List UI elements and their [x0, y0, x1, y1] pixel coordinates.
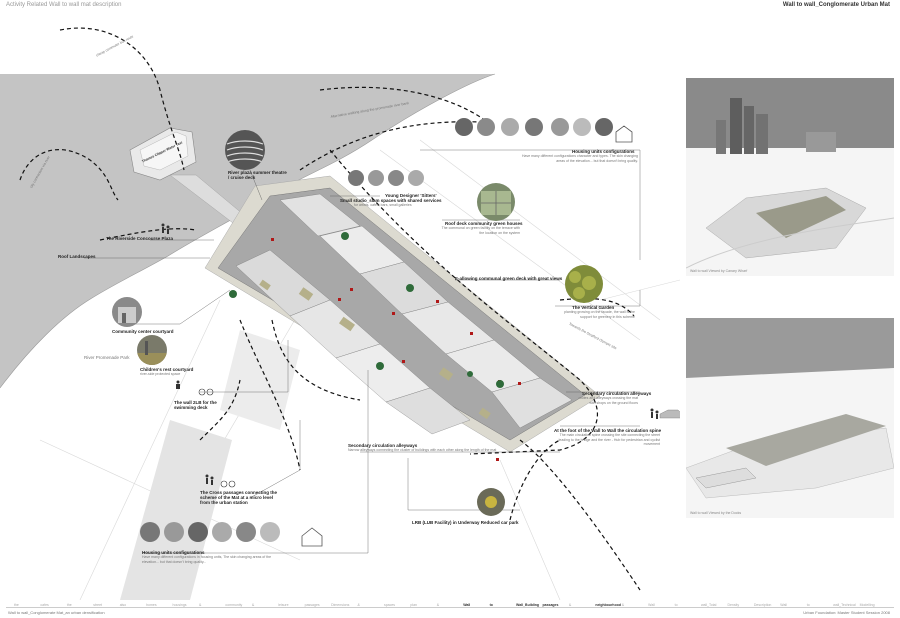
header-left-title: Activity Related Wall to wall mat descri…	[6, 2, 122, 8]
side-panel-caption-1: Wall to wall Viewed by Canary Wharf	[690, 269, 748, 273]
callout-green-deck: E-allowing communal green deck with grea…	[455, 276, 563, 281]
callout-wall-swimming: The wall 2LB for the swimming deck	[174, 400, 217, 410]
callout-housing-bottom: Housing units configurations	[142, 550, 205, 555]
house-icon	[301, 527, 323, 547]
callout-secondary-alleyways-1-desc: routes and alleyways crossing the mat wi…	[578, 396, 638, 405]
footer-strip-word: street	[93, 603, 103, 607]
footer-strip-word: the	[14, 603, 19, 607]
house-icon-2	[615, 125, 633, 143]
footer-divider	[6, 607, 894, 608]
callout-river-plaza: River plaza summer theatre / cruise deck	[228, 170, 287, 180]
people-figures	[161, 223, 659, 485]
footer-strip-word: &	[436, 603, 440, 607]
community-center-thumb-icon	[112, 297, 142, 327]
side-panel-canary-wharf: Wall to wall Viewed by Canary Wharf	[686, 78, 894, 276]
footer-strip-word: Wall	[463, 603, 471, 607]
header-right-title: Wall to wall_Conglomerate Urban Mat	[782, 2, 890, 8]
footer-strip-word: passages	[542, 603, 559, 607]
footer-strip-word: to	[674, 603, 678, 607]
footer-strip-word: leisure	[278, 603, 289, 607]
callout-secondary-alleyways-2-desc: Narrow alleyways connecting the cluster …	[348, 448, 497, 452]
footer-strip-word: Description	[753, 603, 772, 607]
callout-children-courtyard: Children's rest courtyard	[140, 367, 194, 372]
bicycle-icons	[198, 388, 236, 488]
green-patches	[259, 279, 491, 420]
footer-strip-word: wall_Total	[701, 603, 717, 607]
housing-thumbnail-row	[455, 116, 615, 138]
callout-cross-passages: The Cross passages connecting the scheme…	[200, 490, 278, 505]
callout-young-designer: Young Designer 'Sitters'	[385, 193, 437, 198]
callout-roof-landscapes: Roof Landscapes	[58, 254, 96, 259]
callout-small-studio-desc: for artists, cafes, bars, small gallerie…	[354, 203, 412, 207]
footer-strip-word: plan	[410, 603, 417, 607]
callout-roof-deck-desc: The communal on green facility on the te…	[441, 226, 520, 235]
callout-vertical-garden: The Vertical Garden	[572, 305, 615, 310]
river-edge	[0, 73, 496, 389]
callout-secondary-alleyways-2: Secondary circulation alleyways	[348, 443, 418, 448]
footer-strip-word: Modelling	[859, 603, 875, 607]
side-panel-caption-2: Wall to wall Viewed by the Docks	[690, 511, 742, 515]
callout-roof-deck: Roof deck community green houses	[445, 221, 523, 226]
callout-river-promenade: River Promenade Park	[84, 355, 130, 360]
studio-thumbnail-row	[348, 170, 428, 190]
callout-children-courtyard-desc: river-side protected space	[140, 372, 181, 376]
callout-secondary-alleyways-1: Secondary circulation alleyways	[582, 391, 652, 396]
footer-strip-word: Density	[727, 603, 740, 607]
callout-small-studio: Small studio_slam spaces with shared ser…	[340, 198, 442, 203]
river-plaza-thumb-icon	[225, 130, 265, 170]
footer-strip-word: also	[119, 603, 127, 607]
footer-strip-word: &	[251, 603, 255, 607]
footer-strip-word: spaces	[383, 603, 396, 607]
footer-strip-word: neighbourhood	[595, 603, 621, 607]
footer-strip-word: the	[66, 603, 72, 607]
footer-right-title: Urban Foundation: Master Student Session…	[803, 610, 890, 615]
footer-strip-word: Wall	[780, 603, 787, 607]
footer-strip-word: to	[806, 603, 810, 607]
footer-strip-word: Wall_Building	[516, 603, 540, 607]
building-blocks	[235, 193, 573, 435]
green-dot-markers	[229, 232, 504, 388]
callout-housing-top-desc: Have many different configurations chara…	[521, 154, 638, 163]
footer-strip-word: Wall	[648, 603, 655, 607]
callout-circulation-spine-desc: The main circulation spine crossing the …	[558, 433, 660, 446]
callout-housing-top: Housing units configurations	[572, 149, 635, 154]
callout-lrb-facility: LRB (LUB Facility) in Underway Reduced c…	[412, 520, 519, 525]
callout-housing-bottom-desc: Have many different configurations in ho…	[142, 555, 272, 564]
street-lines	[39, 139, 680, 600]
callout-lines	[84, 149, 641, 554]
lrb-facility-thumb-icon	[477, 488, 505, 516]
callout-riverside-concourse: The Riverside Concourse Plaza	[106, 236, 174, 241]
footer-strip-word: &	[357, 603, 360, 607]
footer-strip-word: wall_Technical	[833, 603, 856, 607]
footer-strip-word: community	[225, 603, 243, 607]
road-band	[120, 420, 232, 600]
footer-strip-word: passages	[304, 603, 320, 607]
footer-left-title: Wall to wall_Conglomerate Mat_an urban d…	[8, 610, 105, 615]
housing-bottom-thumbnail-row	[140, 522, 300, 546]
movement-paths	[19, 27, 641, 591]
footer-strip-word: &	[621, 603, 625, 607]
footer-strip-word: to	[489, 603, 493, 607]
callout-circulation-spine: At the foot of the Wall to Wall the circ…	[554, 428, 662, 433]
footer-strip-word: &	[198, 603, 202, 607]
side-panel-docks: Wall to wall Viewed by the Docks	[686, 318, 894, 518]
vertical-garden-thumb-icon	[565, 265, 603, 303]
footer-strip-word: cafes	[40, 603, 49, 607]
river-area	[0, 74, 495, 388]
footer-strip-word: housings	[172, 603, 187, 607]
roof-deck-thumb-icon	[477, 183, 515, 221]
footer-strip-word: Dimensions	[331, 603, 350, 607]
children-courtyard-thumb-icon	[137, 335, 167, 365]
footer-strip-word: &	[568, 603, 572, 607]
footer-strip-word: homes	[146, 603, 157, 607]
site-axonometric-diagram	[0, 27, 680, 600]
callout-vertical-garden-desc: planting growing on the facade, the wall…	[564, 310, 635, 319]
callout-community-center: Community center courtyard	[112, 329, 174, 334]
car-icon	[659, 409, 680, 419]
